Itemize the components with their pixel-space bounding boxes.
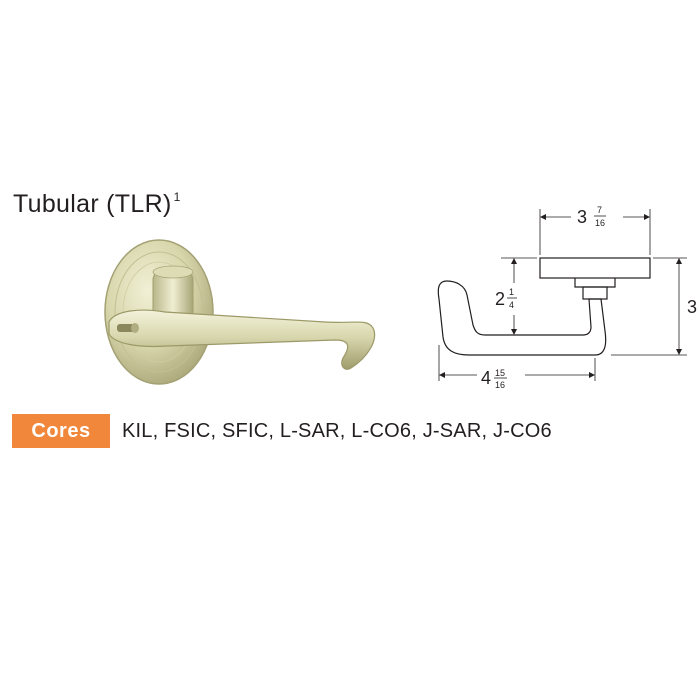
rose-outline — [539, 257, 651, 279]
lever-length-num: 15 — [495, 368, 505, 378]
lever-length-den: 16 — [495, 380, 505, 390]
dimension-drawing: 3 7 16 2 1 4 3 4 15 16 — [437, 201, 700, 393]
product-title-text: Tubular (TLR) — [13, 190, 172, 218]
lever-product-image — [104, 239, 376, 385]
lever-length-whole: 4 — [481, 368, 491, 388]
cores-badge: Cores — [12, 414, 110, 448]
privacy-turn — [117, 324, 135, 332]
cores-row: Cores KIL, FSIC, SFIC, L-SAR, L-CO6, J-S… — [12, 414, 552, 448]
lever-height-den: 4 — [509, 300, 514, 310]
product-title: Tubular (TLR)1 — [13, 190, 181, 219]
title-footnote: 1 — [173, 190, 181, 204]
rose-width-whole: 3 — [577, 207, 587, 227]
rose-width-num: 7 — [597, 205, 602, 215]
lever-height-num: 1 — [509, 287, 514, 297]
lever-outline — [437, 280, 607, 356]
lever-arm — [108, 309, 376, 370]
cores-list: KIL, FSIC, SFIC, L-SAR, L-CO6, J-SAR, J-… — [122, 419, 552, 442]
lever-height-whole: 2 — [495, 289, 505, 309]
rose-width-den: 16 — [595, 218, 605, 228]
projection-whole: 3 — [687, 297, 697, 317]
